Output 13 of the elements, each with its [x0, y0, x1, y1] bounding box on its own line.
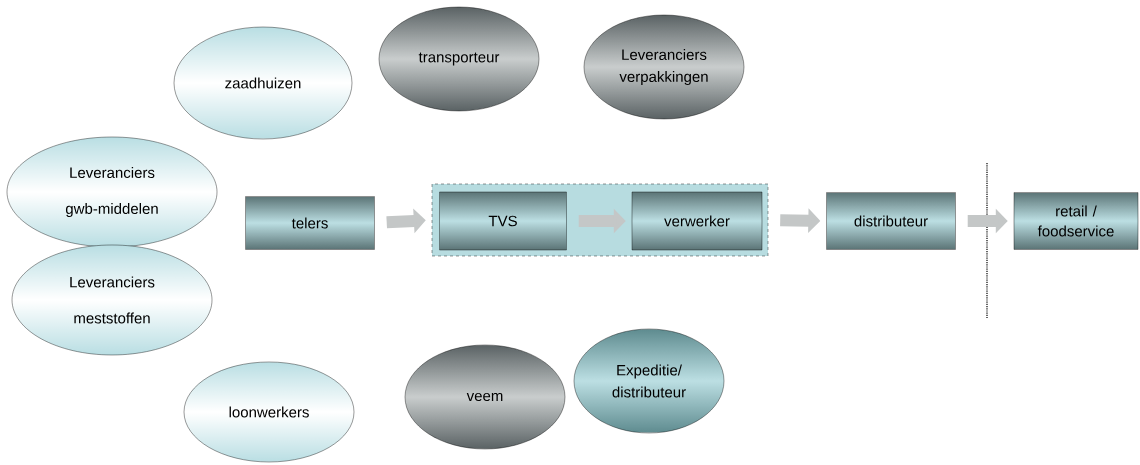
- ellipse-node: Expeditie/ distributeur: [573, 328, 725, 434]
- ellipse-node: veem: [404, 344, 566, 450]
- process-box: verwerker: [631, 191, 763, 251]
- ellipse-node: transporteur: [378, 6, 540, 112]
- ellipse-node: Leveranciers verpakkingen: [583, 14, 745, 120]
- process-box: telers: [245, 196, 375, 250]
- process-box: TVS: [439, 191, 567, 251]
- ellipse-node: Leveranciers gwb-middelen: [6, 136, 218, 248]
- process-box: distributeur: [826, 192, 956, 250]
- process-box: retail / foodservice: [1013, 192, 1139, 250]
- ellipse-node: loonwerkers: [183, 361, 355, 463]
- ellipse-node: Leveranciers meststoffen: [11, 244, 213, 356]
- ellipse-node: zaadhuizen: [173, 26, 353, 140]
